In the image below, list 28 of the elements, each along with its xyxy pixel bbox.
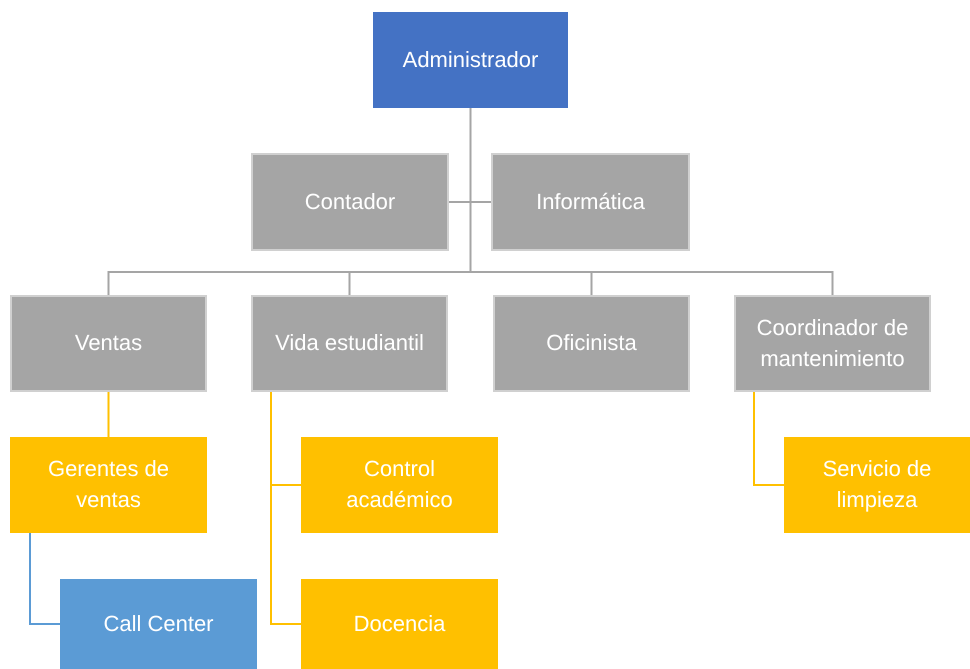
box-label: Vida estudiantil bbox=[275, 329, 424, 358]
box-label: Coordinador de mantenimiento bbox=[756, 314, 910, 372]
box-label: Gerentes de ventas bbox=[46, 455, 170, 514]
org-box bbox=[10, 295, 207, 392]
connector-line bbox=[29, 533, 60, 625]
org-box bbox=[491, 153, 690, 251]
box-label: Informática bbox=[536, 188, 645, 216]
org-box bbox=[493, 295, 690, 392]
box-label: Call Center bbox=[103, 610, 214, 638]
org-box bbox=[301, 579, 498, 669]
box-label: Docencia bbox=[354, 610, 446, 638]
box-label: Administrador bbox=[402, 46, 538, 74]
connector-line bbox=[753, 392, 784, 486]
org-box bbox=[251, 153, 449, 251]
box-label: Oficinista bbox=[546, 329, 637, 358]
org-box bbox=[10, 437, 207, 533]
org-box bbox=[60, 579, 257, 669]
box-label: Servicio de limpieza bbox=[822, 455, 932, 514]
org-box bbox=[734, 295, 931, 392]
org-box bbox=[784, 437, 970, 533]
org-box bbox=[301, 437, 498, 533]
box-label: Contador bbox=[304, 188, 396, 216]
box-label: Ventas bbox=[74, 329, 142, 358]
connector-line bbox=[108, 392, 110, 437]
org-box bbox=[373, 12, 568, 108]
box-label: Control académico bbox=[345, 455, 454, 514]
connector-line bbox=[270, 392, 301, 625]
org-box bbox=[251, 295, 448, 392]
